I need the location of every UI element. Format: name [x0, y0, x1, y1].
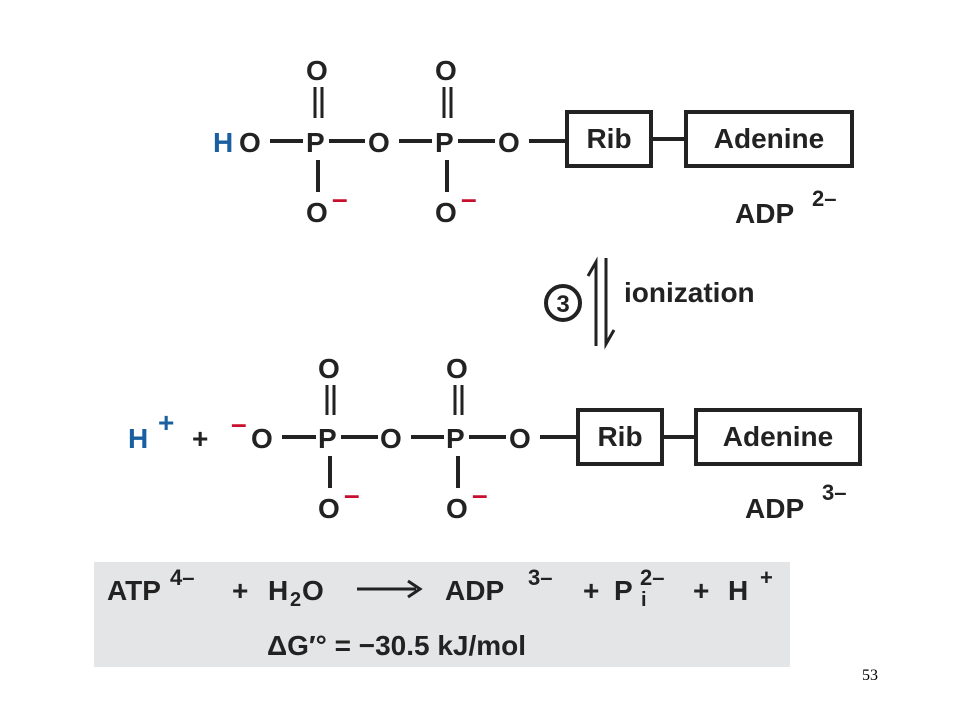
equation-background: [94, 562, 790, 667]
eq-adp-charge: 3–: [528, 565, 552, 590]
equilibrium-arrow-down: [604, 258, 616, 350]
top-o-bot2: O: [435, 197, 457, 228]
top-o-bridge: O: [368, 127, 390, 158]
top-rib-label: Rib: [586, 123, 631, 154]
eq-p-subscript: i: [641, 589, 647, 611]
equilibrium-arrow-up: [586, 256, 598, 346]
eq-plus-2: +: [583, 575, 599, 606]
eq-plus-1: +: [232, 575, 248, 606]
equation-panel: ATP 4– + H 2 O ADP 3– + P i 2– + H + ΔG′…: [94, 562, 790, 667]
bottom-adenine-label: Adenine: [723, 421, 833, 452]
step-number: 3: [556, 291, 569, 318]
eq-h-charge: +: [760, 565, 773, 590]
top-adenine-box: [684, 110, 854, 168]
bottom-plus: +: [192, 423, 208, 454]
top-o-top1: O: [306, 55, 328, 86]
adp-2-structure: H O P O P O O O O – O – Rib Adenine ADP …: [213, 55, 854, 229]
bottom-o-top2: O: [446, 353, 468, 384]
bottom-proton-charge: +: [158, 407, 174, 438]
bottom-o-right: O: [509, 423, 531, 454]
bottom-p2: P: [446, 423, 465, 454]
eq-delta-g: ΔG′° = −30.5 kJ/mol: [267, 630, 526, 661]
eq-h: H: [268, 575, 288, 606]
eq-adp: ADP: [445, 575, 504, 606]
top-o-top2: O: [435, 55, 457, 86]
eq-h-subscript: 2: [290, 589, 301, 611]
bottom-p1: P: [318, 423, 337, 454]
adp-3-structure: H + + – O P O P O O O O – O – Rib Adenin…: [128, 353, 862, 524]
bottom-proton-h: H: [128, 423, 148, 454]
top-adp-charge: 2–: [812, 186, 836, 211]
bottom-o-left-charge: –: [231, 408, 247, 439]
eq-atp: ATP: [107, 575, 161, 606]
bottom-o-bridge: O: [380, 423, 402, 454]
step-circle: [544, 284, 582, 322]
bottom-o-bot2: O: [446, 493, 468, 524]
step-label: ionization: [624, 277, 755, 308]
bottom-o-bot2-charge: –: [472, 479, 488, 510]
top-o-bot1: O: [306, 197, 328, 228]
ionization-step: 3 ionization: [544, 256, 755, 350]
eq-o: O: [302, 575, 324, 606]
top-o-left: O: [239, 127, 261, 158]
top-o-bot1-charge: –: [332, 183, 348, 214]
top-proton-h: H: [213, 127, 233, 158]
bottom-o-bot1-charge: –: [344, 479, 360, 510]
top-p2: P: [435, 127, 454, 158]
bottom-rib-label: Rib: [597, 421, 642, 452]
bottom-o-top1: O: [318, 353, 340, 384]
eq-h-2: H: [728, 575, 748, 606]
eq-p: P: [614, 575, 633, 606]
bottom-adp-charge: 3–: [822, 480, 846, 505]
bottom-o-left: O: [251, 423, 273, 454]
page-number: 53: [862, 667, 878, 684]
top-o-bot2-charge: –: [461, 183, 477, 214]
bottom-adp-label: ADP: [745, 493, 804, 524]
top-p1: P: [306, 127, 325, 158]
top-o-right: O: [498, 127, 520, 158]
reaction-arrow-head: [407, 579, 423, 599]
eq-plus-3: +: [693, 575, 709, 606]
bottom-o-bot1: O: [318, 493, 340, 524]
top-adenine-label: Adenine: [714, 123, 824, 154]
top-adp-label: ADP: [735, 198, 794, 229]
eq-atp-charge: 4–: [170, 565, 194, 590]
bottom-adenine-box: [694, 408, 862, 466]
eq-p-charge: 2–: [640, 565, 664, 590]
